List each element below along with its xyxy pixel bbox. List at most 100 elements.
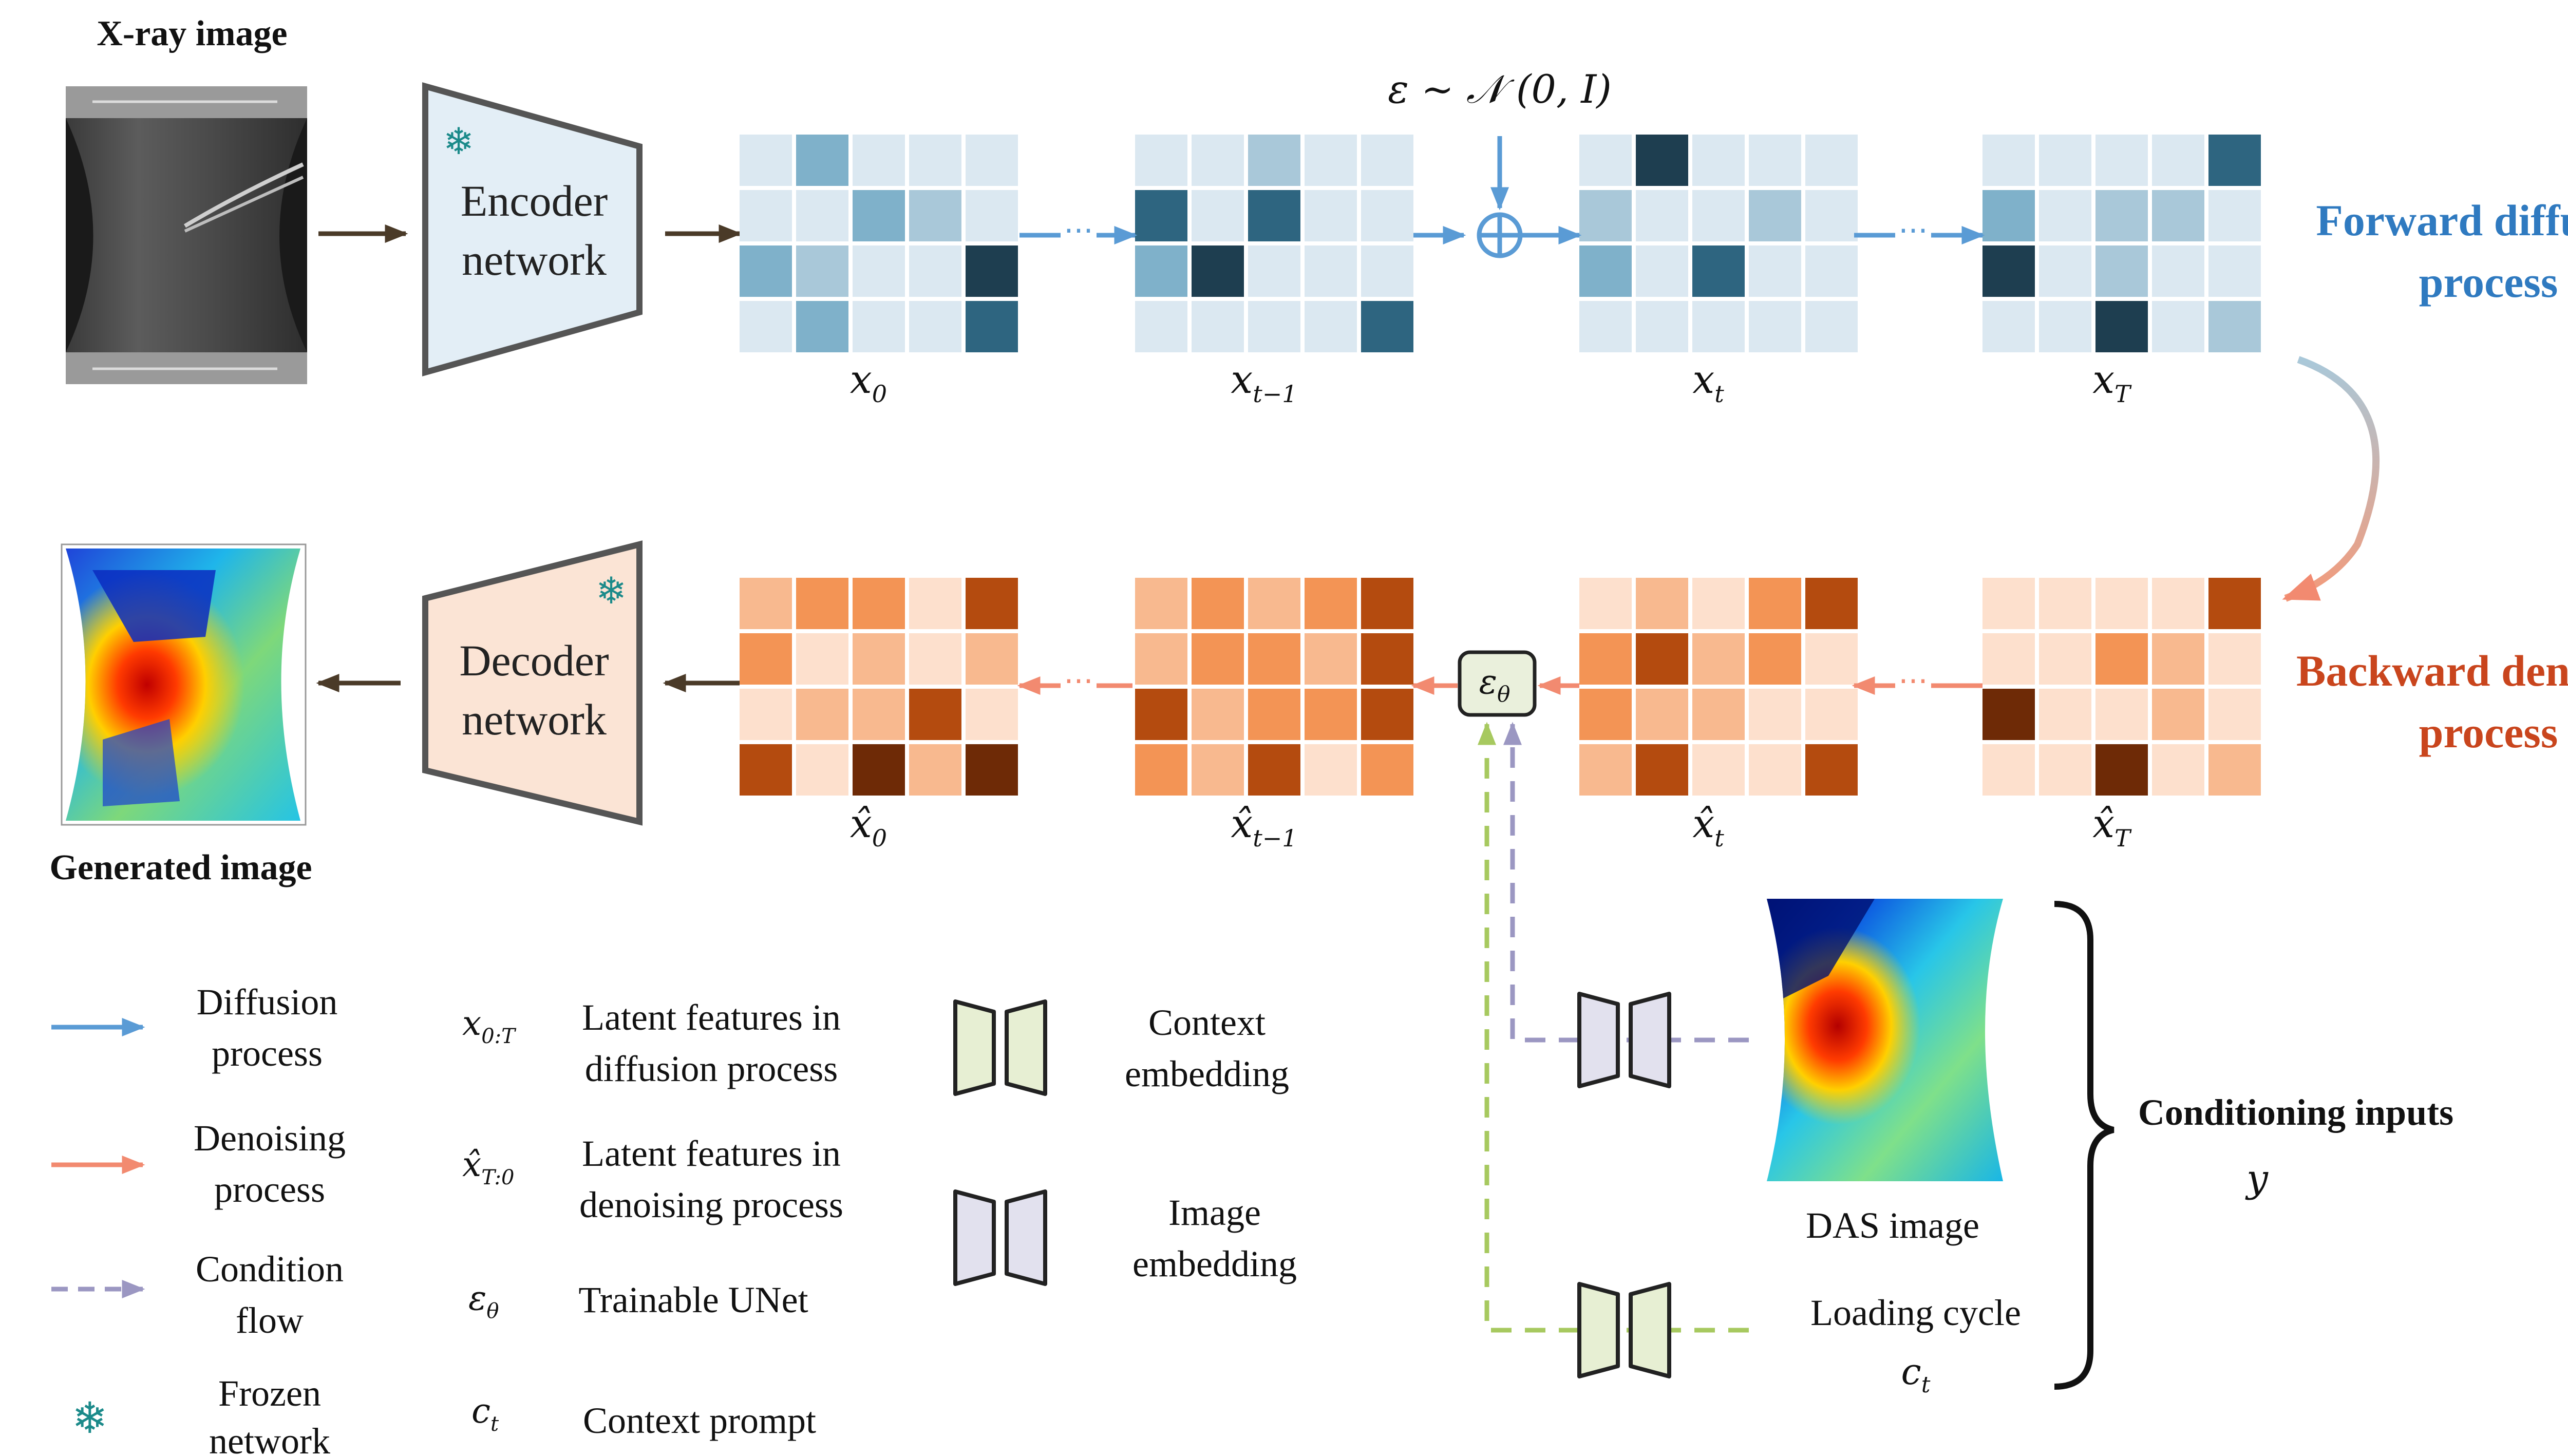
grid-cell [1248,689,1300,740]
grid-cell [1192,190,1244,241]
grid-cell [740,689,792,740]
grid-cell [2152,190,2204,241]
backward-label-2: x̂t [1692,801,1724,852]
legend-context-prompt-label: Context prompt [583,1400,816,1441]
legend-diffusion-label: Diffusion [197,981,338,1023]
legend-latent-diffusion-label: Latent features in [582,997,841,1038]
grid-cell [1135,689,1187,740]
grid-cell [909,245,961,297]
grid-cell [1982,633,2035,685]
grid-cell [1135,744,1187,796]
encoder-label: Encoder [461,176,608,225]
grid-cell [796,190,848,241]
decoder-label-line2: network [462,695,607,744]
legend-denoising-label: Denoising [194,1118,346,1159]
grid-cell [2039,190,2091,241]
backward-grid-3 [1982,578,2261,796]
forward-title: Forward diffusion [2316,196,2568,245]
backward-title: Backward denoising [2296,646,2568,695]
transition-curve-arrow [2282,356,2380,602]
grid-cell [1579,633,1632,685]
forward-label-1: xt−1 [1231,356,1297,408]
grid-cell [2039,245,2091,297]
context-embedding-block [1577,1282,1671,1378]
grid-cell [1636,135,1688,186]
grid-cell [966,190,1018,241]
generated-title: Generated image [49,848,312,887]
grid-cell [2095,245,2148,297]
legend-latent-diffusion-label-line2: diffusion process [585,1048,838,1089]
grid-cell [1692,689,1745,740]
grid-cell [1749,633,1801,685]
legend-image-embedding-label-line2: embedding [1132,1243,1297,1284]
grid-cell [1579,689,1632,740]
backward-grids [740,578,2261,796]
grid-cell [1305,135,1357,186]
grid-cell [2208,190,2261,241]
grid-cell [966,245,1018,297]
grid-cell [1192,689,1244,740]
grid-cell [1248,744,1300,796]
forward-label-0: x0 [850,356,887,408]
grid-cell [740,633,792,685]
grid-cell [853,578,905,629]
grid-cell [1636,301,1688,352]
grid-cell [2039,633,2091,685]
legend-denoising-label-line2: process [214,1169,325,1210]
legend-condition-label: Condition [196,1249,344,1290]
grid-cell [1749,689,1801,740]
backward-label-0: x̂0 [850,801,887,852]
grid-cell [2095,744,2148,796]
unet-block: εθ [1458,650,1537,717]
grid-cell [1579,245,1632,297]
grid-cell [1692,301,1745,352]
forward-grid-2 [1579,135,1858,352]
grid-cell [1749,744,1801,796]
grid-cell [909,190,961,241]
legend: Diffusion process Denoising process Cond… [51,981,1297,1456]
backward-grid-0 [740,578,1018,796]
grid-cell [909,689,961,740]
grid-cell [1805,689,1858,740]
grid-cell [1361,301,1413,352]
grid-cell [1636,578,1688,629]
grid-cell [1305,633,1357,685]
legend-image-embedding-label: Image [1168,1192,1261,1233]
grid-cell [1135,190,1187,241]
grid-cell [1305,689,1357,740]
grid-cell [1636,744,1688,796]
grid-cell [2152,744,2204,796]
xray-image [66,86,307,384]
grid-cell [1248,633,1300,685]
grid-cell [1248,135,1300,186]
legend-snowflake-icon: ❄ [72,1393,108,1443]
unet-subscript: θ [1497,682,1510,707]
grid-cell [853,190,905,241]
grid-cell [2208,633,2261,685]
grid-cell [1305,578,1357,629]
grid-cell [2152,578,2204,629]
legend-image-embedding-icon [953,1189,1047,1286]
grid-cell [1982,245,2035,297]
legend-ct-symbol: ct [471,1391,499,1436]
grid-cell [2095,301,2148,352]
grid-cell [1135,578,1187,629]
backward-label-3: x̂T [2092,801,2132,852]
grid-cell [1579,301,1632,352]
grid-cell [966,633,1018,685]
grid-cell [796,245,848,297]
grid-cell [1305,245,1357,297]
grid-cell [2095,633,2148,685]
grid-cell [1805,744,1858,796]
legend-context-embedding-icon [953,999,1047,1096]
backward-grid-2 [1579,578,1858,796]
noise-label: ε ~ 𝒩 (0, I) [1388,66,1612,112]
grid-cell [1636,190,1688,241]
grid-cell [1692,190,1745,241]
grid-cell [853,633,905,685]
legend-xhat-symbol: x̂T:0 [462,1145,514,1189]
grid-cell [2152,245,2204,297]
grid-cell [853,744,905,796]
